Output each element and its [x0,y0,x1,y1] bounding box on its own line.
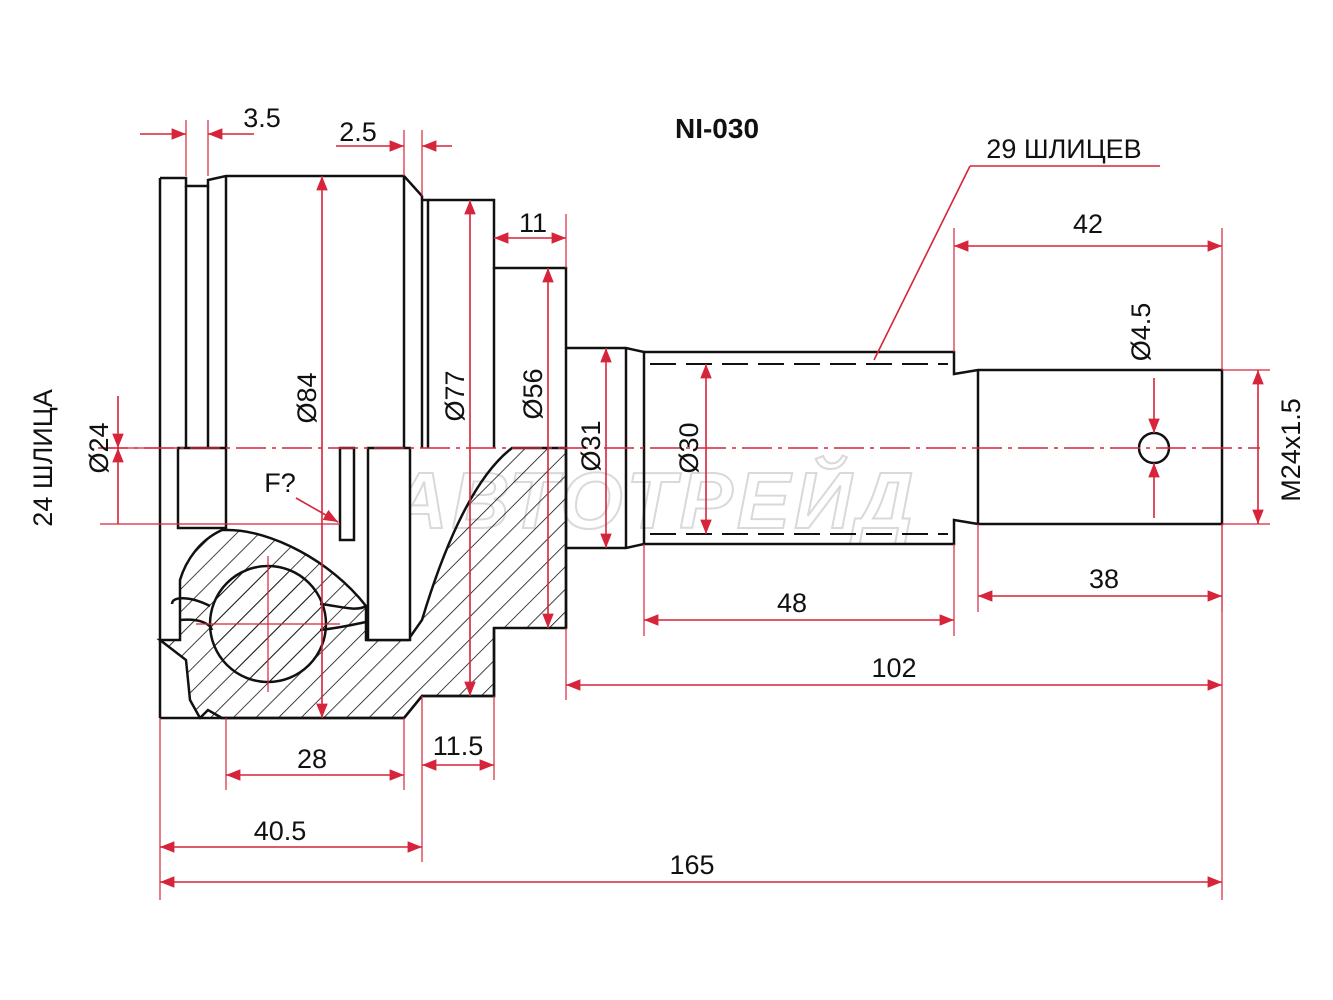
section-view [156,446,568,720]
dim-48-label: 48 [777,588,807,618]
dim-165-label: 165 [669,850,714,880]
outer-splines-callout: 29 ШЛИЦЕВ [986,134,1141,164]
inner-splines-callout: 24 ШЛИЦА [28,389,58,526]
dim-28-label: 28 [297,744,327,774]
dim-11-label: 11 [519,208,547,238]
dim-dia24-label: Ø24 [84,422,114,473]
dim-42-label: 42 [1073,209,1103,239]
labels: NI-030 29 ШЛИЦЕВ 3.5 2.5 11 42 Ø84 Ø77 Ø… [28,103,1306,880]
dim-40-5-label: 40.5 [254,816,307,846]
dim-dia56-label: Ø56 [518,368,548,419]
dim-2-5-label: 2.5 [339,117,377,147]
dim-dia31-label: Ø31 [576,420,606,471]
dim-11-5-label: 11.5 [433,731,484,761]
dim-102-label: 102 [871,653,916,683]
dim-dia84-label: Ø84 [292,372,322,423]
dim-thread-label: M24x1.5 [1276,398,1306,502]
dim-dia77-label: Ø77 [440,370,470,421]
dim-dia30-label: Ø30 [674,422,704,473]
f-mark-label: F? [264,468,296,498]
dim-dia4-5-label: Ø4.5 [1126,303,1156,362]
part-number-title: NI-030 [675,113,759,144]
dim-3-5-label: 3.5 [243,103,281,133]
dim-38-label: 38 [1089,564,1119,594]
dimension-lines [100,120,1270,900]
